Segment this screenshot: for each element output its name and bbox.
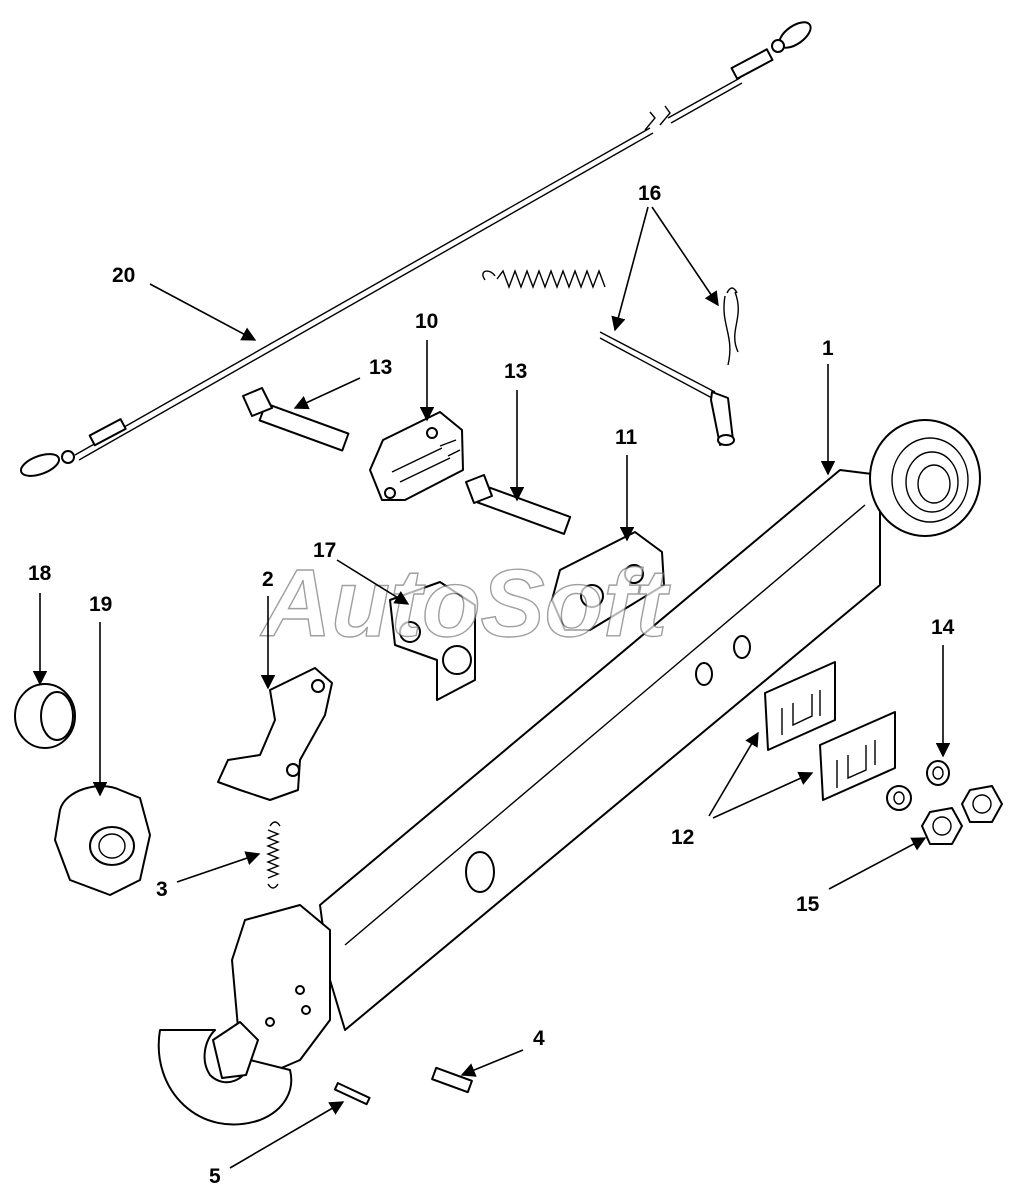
callout-13-lower: 13 [504, 360, 527, 383]
callout-12: 12 [671, 826, 694, 849]
callout-11: 11 [615, 426, 638, 449]
ball-socket [54, 785, 151, 896]
callout-2: 2 [262, 568, 274, 591]
bracket [389, 581, 476, 701]
clamp-block [551, 531, 665, 631]
slotted-plate [369, 411, 464, 501]
pin-upper [242, 387, 350, 452]
pin-lower [465, 474, 572, 535]
roll-pin-large [431, 1066, 473, 1094]
callout-13-upper: 13 [369, 356, 392, 379]
callout-1: 1 [822, 337, 834, 360]
callout-4: 4 [533, 1027, 545, 1050]
leader-lines [32, 206, 951, 1169]
callout-19: 19 [89, 593, 112, 616]
latch [217, 667, 333, 801]
spring-and-rod [482, 269, 739, 446]
callout-17: 17 [313, 539, 336, 562]
shims [764, 661, 896, 801]
watermark: AutoSoft [260, 550, 671, 657]
callout-3: 3 [156, 878, 168, 901]
check-chain-cable [19, 21, 812, 477]
spring-small [266, 821, 281, 889]
callout-14: 14 [931, 616, 955, 639]
hook-end [157, 904, 331, 1126]
ball [14, 683, 76, 749]
washers-nuts [886, 760, 1003, 845]
callout-15: 15 [796, 893, 820, 916]
callout-16: 16 [638, 182, 661, 205]
lower-link-arm [319, 419, 981, 1031]
callout-18: 18 [28, 562, 52, 585]
callout-5: 5 [209, 1165, 221, 1188]
callout-20: 20 [112, 264, 135, 287]
roll-pin-small [333, 1082, 371, 1106]
callout-10: 10 [415, 310, 438, 333]
